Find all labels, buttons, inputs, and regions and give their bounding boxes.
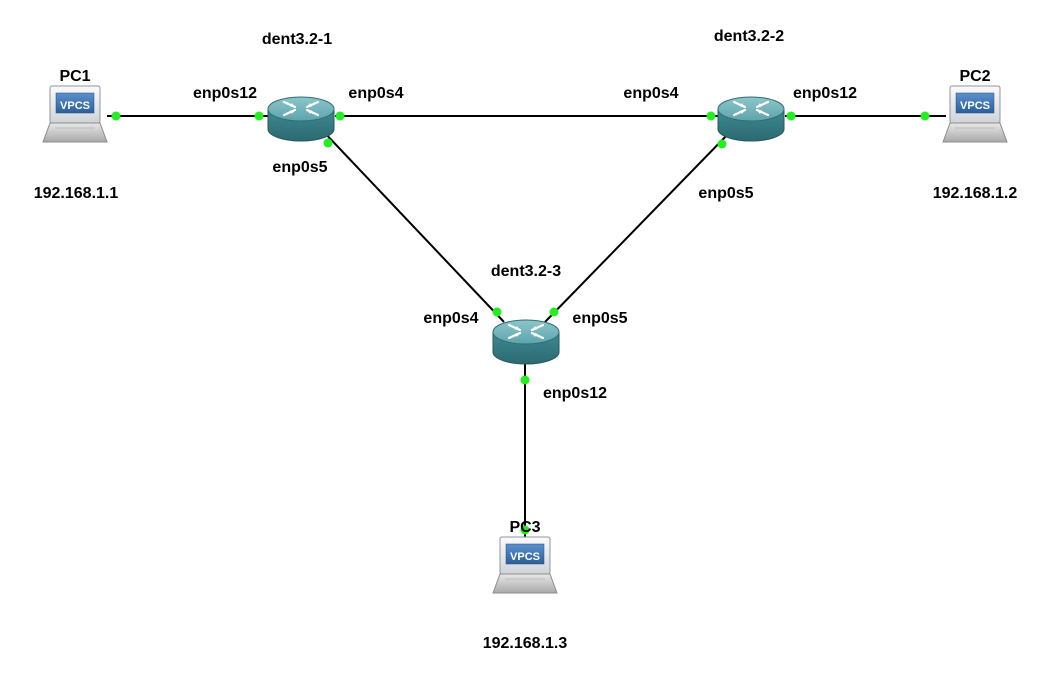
host-pc1[interactable]: VPCS [42, 85, 108, 143]
vpcs-badge-label: VPCS [60, 100, 90, 112]
port-dot-r2-enp0s5 [717, 139, 727, 149]
router-dent3-2-2[interactable] [716, 95, 786, 143]
port-dot-r2-enp0s4 [706, 111, 716, 121]
host-pc2[interactable]: VPCS [942, 85, 1008, 143]
iface-label-r2-r1: enp0s4 [623, 85, 678, 102]
port-dot-r2-enp0s12 [786, 111, 796, 121]
port-dot-pc3 [520, 525, 530, 535]
pc-label-pc1: PC1 [59, 68, 90, 85]
port-dot-r3-enp0s12 [520, 375, 530, 385]
router-icon [491, 318, 561, 366]
links [107, 115, 946, 537]
port-dot-r1-enp0s4 [335, 111, 345, 121]
vpcs-icon [42, 85, 108, 143]
link-r1-r3[interactable] [321, 129, 505, 323]
vpcs-icon [942, 85, 1008, 143]
port-dot-pc2 [920, 111, 930, 121]
router-label-dent3-2-2: dent3.2-2 [714, 28, 784, 45]
iface-label-r2-r3: enp0s5 [698, 185, 753, 202]
pc-label-pc3: PC3 [509, 519, 540, 536]
ip-label-pc3: 192.168.1.3 [483, 635, 568, 652]
iface-label-r1-r2: enp0s4 [348, 85, 403, 102]
port-dot-r3-enp0s4 [492, 307, 502, 317]
vpcs-icon [492, 536, 558, 594]
router-dent3-2-3[interactable] [491, 318, 561, 366]
iface-label-r3-r1: enp0s4 [423, 310, 478, 327]
port-dots [111, 111, 930, 535]
iface-label-r1-r3: enp0s5 [272, 159, 327, 176]
host-pc3[interactable]: VPCS [492, 536, 558, 594]
iface-label-r3-pc3: enp0s12 [543, 385, 607, 402]
iface-label-r1-pc1: enp0s12 [193, 85, 257, 102]
router-label-dent3-2-3: dent3.2-3 [491, 263, 561, 280]
port-dot-pc1 [111, 111, 121, 121]
port-dot-r1-enp0s12 [254, 111, 264, 121]
iface-label-r3-r2: enp0s5 [572, 310, 627, 327]
pc-label-pc2: PC2 [959, 68, 990, 85]
vpcs-badge-label: VPCS [960, 100, 990, 112]
router-label-dent3-2-1: dent3.2-1 [262, 31, 332, 48]
router-dent3-2-1[interactable] [266, 95, 336, 143]
port-dot-r1-enp0s5 [323, 138, 333, 148]
vpcs-badge-label: VPCS [510, 551, 540, 563]
router-icon [266, 95, 336, 143]
router-icon [716, 95, 786, 143]
ip-label-pc1: 192.168.1.1 [34, 185, 119, 202]
iface-label-r2-pc2: enp0s12 [793, 85, 857, 102]
port-dot-r3-enp0s5 [549, 307, 559, 317]
ip-label-pc2: 192.168.1.2 [933, 185, 1018, 202]
link-r2-r3[interactable] [544, 131, 731, 323]
